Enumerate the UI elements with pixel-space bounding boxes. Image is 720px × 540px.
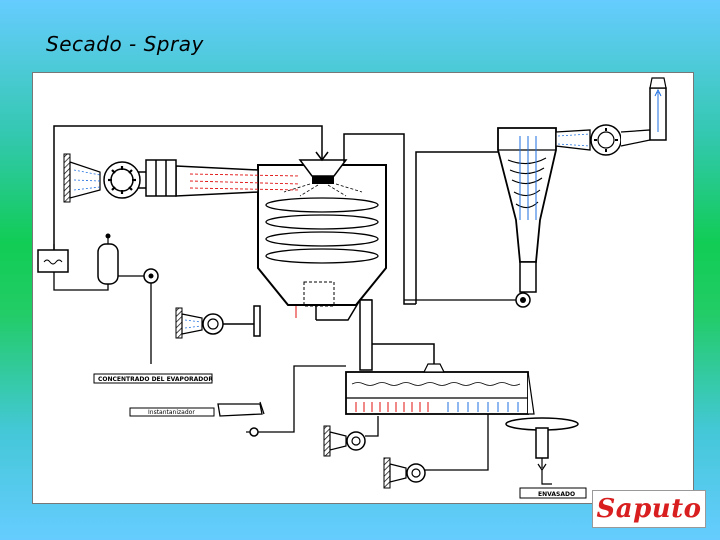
fluid-bed (345, 343, 535, 415)
concentrate-label: CONCENTRADO DEL EVAPORADOR (98, 376, 213, 383)
cyclone-separator (497, 127, 557, 293)
tank-piping (53, 272, 152, 364)
instantizer-label: Instantanizador (148, 409, 195, 416)
fluid-bed-blower-1-icon (323, 416, 379, 457)
concentrate-label-box: CONCENTRADO DEL EVAPORADOR (93, 373, 213, 384)
chamber-discharge-pipes (295, 299, 373, 371)
exhaust-stack (649, 77, 667, 141)
saputo-logo: Saputo (592, 490, 706, 528)
packaging-label-box: ENVASADO (519, 487, 587, 499)
packaging-label: ENVASADO (538, 491, 575, 498)
inlet-fan-icon (63, 153, 146, 203)
air-filter (145, 159, 177, 197)
secondary-blower-icon (175, 305, 261, 339)
instantizer-unit (217, 401, 265, 417)
instantizer-pump-icon (246, 365, 346, 437)
heater-unit (37, 244, 69, 273)
concentrate-tank (97, 233, 119, 285)
exhaust-piping (343, 133, 498, 305)
drying-chamber (257, 159, 387, 307)
exhaust-fan-icon (555, 124, 651, 156)
fluid-bed-blower-2-icon (383, 414, 489, 489)
feed-piping (53, 125, 329, 260)
rotary-valve-icon (404, 292, 531, 308)
logo-text: Saputo (596, 494, 702, 524)
sifter (505, 417, 579, 485)
feed-pump-icon (143, 268, 159, 284)
instantizer-label-box: Instantanizador (129, 407, 215, 417)
slide-title: Secado - Spray (46, 32, 204, 56)
